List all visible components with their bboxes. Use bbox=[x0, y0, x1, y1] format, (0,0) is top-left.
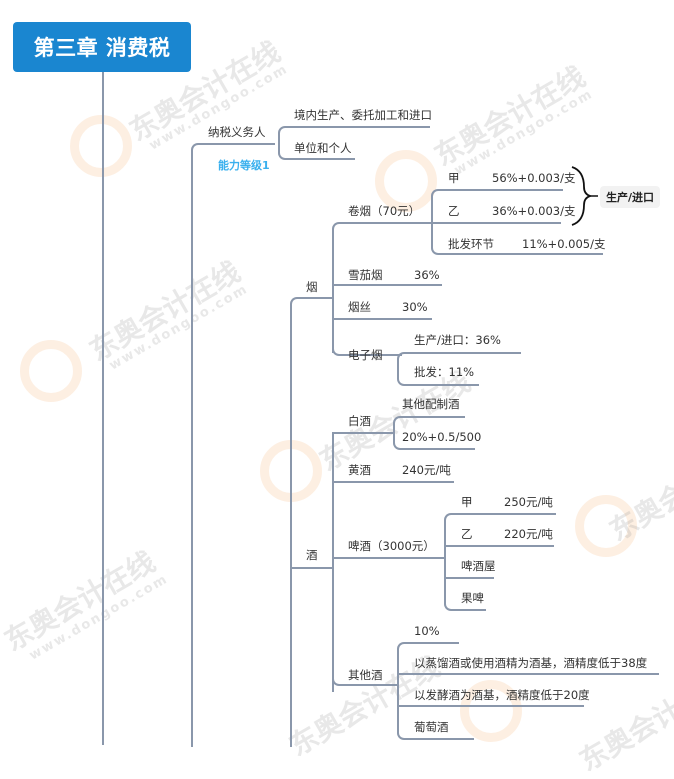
baijiu-mixed[interactable]: 其他配制酒 bbox=[402, 397, 460, 411]
alcohol-node[interactable]: 酒 bbox=[306, 548, 318, 562]
wholesale-rate: 11%+0.005/支 bbox=[522, 237, 606, 251]
cig-line-yi bbox=[433, 222, 561, 224]
beer-sub-bottom bbox=[444, 557, 486, 611]
huangjiu-node[interactable]: 黄酒 bbox=[348, 463, 371, 477]
shredded-line bbox=[334, 318, 432, 320]
cigarette-connector-bottom bbox=[431, 221, 603, 255]
beer-yi-line bbox=[446, 545, 554, 547]
alcohol-hline bbox=[292, 567, 332, 569]
ecig-node[interactable]: 电子烟 bbox=[348, 348, 383, 362]
baijiu-rate: 20%+0.5/500 bbox=[402, 430, 482, 444]
cigarette-class-a[interactable]: 甲 bbox=[448, 171, 460, 185]
cigarette-class-b[interactable]: 乙 bbox=[448, 204, 460, 218]
beer-node[interactable]: 啤酒（3000元） bbox=[348, 539, 435, 553]
production-import-label: 生产/进口 bbox=[600, 186, 661, 208]
other-connector bbox=[332, 660, 398, 686]
shredded-rate: 30% bbox=[402, 300, 428, 314]
cigarette-class-a-rate: 56%+0.003/支 bbox=[492, 171, 576, 185]
other-sub-bottom bbox=[397, 684, 474, 740]
cigar-rate: 36% bbox=[414, 268, 440, 282]
baijiu-line bbox=[334, 432, 394, 434]
baijiu-node[interactable]: 白酒 bbox=[348, 414, 371, 428]
beer-sub-top bbox=[444, 513, 556, 559]
other-rate: 10% bbox=[414, 624, 440, 638]
other-distilled-base[interactable]: 以蒸馏酒或使用酒精为酒基，酒精度低于38度 bbox=[414, 656, 648, 670]
ability-level-badge: 能力等级1 bbox=[218, 159, 270, 172]
brace-icon bbox=[571, 166, 598, 226]
cigarette-connector bbox=[431, 189, 563, 223]
beer-class-b[interactable]: 乙 bbox=[461, 527, 473, 541]
cigar-node[interactable]: 雪茄烟 bbox=[348, 268, 383, 282]
taxpayer-sub-connector-top bbox=[278, 126, 430, 145]
ecig-sub-top bbox=[397, 352, 521, 368]
beer-pub-line bbox=[446, 577, 494, 579]
beer-line bbox=[334, 557, 444, 559]
taxpayer-entity[interactable]: 单位和个人 bbox=[294, 141, 352, 155]
trunk-line bbox=[102, 72, 104, 745]
shredded-node[interactable]: 烟丝 bbox=[348, 300, 371, 314]
ecig-connector bbox=[332, 330, 402, 356]
wine-node[interactable]: 葡萄酒 bbox=[414, 720, 449, 734]
baijiu-sub-bottom bbox=[393, 432, 475, 450]
other-line-38 bbox=[399, 673, 659, 675]
cigarette-class-b-rate: 36%+0.003/支 bbox=[492, 204, 576, 218]
wholesale-node[interactable]: 批发环节 bbox=[448, 237, 494, 251]
beer-class-b-rate: 220元/吨 bbox=[504, 527, 553, 541]
huangjiu-line bbox=[334, 481, 454, 483]
alcohol-vline bbox=[332, 432, 334, 692]
other-alcohol-node[interactable]: 其他酒 bbox=[348, 668, 383, 682]
baijiu-sub-top bbox=[393, 416, 465, 434]
huangjiu-rate: 240元/吨 bbox=[402, 463, 451, 477]
ecig-wholesale[interactable]: 批发：11% bbox=[414, 365, 475, 379]
ecig-sub-bottom bbox=[397, 366, 479, 386]
tobacco-connector bbox=[290, 297, 332, 747]
taxpayer-connector bbox=[191, 143, 275, 747]
cigarette-node[interactable]: 卷烟（70元） bbox=[348, 204, 421, 218]
shredded-connector bbox=[332, 286, 334, 288]
tobacco-vline bbox=[332, 250, 334, 353]
tobacco-children-connector bbox=[332, 222, 434, 254]
other-fermented-base[interactable]: 以发酵酒为酒基，酒精度低于20度 bbox=[414, 688, 590, 702]
other-sub-top bbox=[397, 642, 459, 686]
fruit-beer[interactable]: 果啤 bbox=[461, 591, 484, 605]
taxpayer-node[interactable]: 纳税义务人 bbox=[208, 125, 266, 139]
beer-class-a-rate: 250元/吨 bbox=[504, 495, 553, 509]
root-topic[interactable]: 第三章 消费税 bbox=[13, 22, 191, 72]
tobacco-node[interactable]: 烟 bbox=[306, 280, 318, 294]
other-line-20 bbox=[399, 705, 584, 707]
cigar-connector bbox=[332, 270, 442, 286]
taxpayer-sub-connector-bottom bbox=[278, 143, 355, 160]
taxpayer-scope[interactable]: 境内生产、委托加工和进口 bbox=[294, 108, 432, 122]
ecig-production[interactable]: 生产/进口：36% bbox=[414, 333, 501, 347]
beer-pub[interactable]: 啤酒屋 bbox=[461, 559, 496, 573]
beer-class-a[interactable]: 甲 bbox=[461, 495, 473, 509]
